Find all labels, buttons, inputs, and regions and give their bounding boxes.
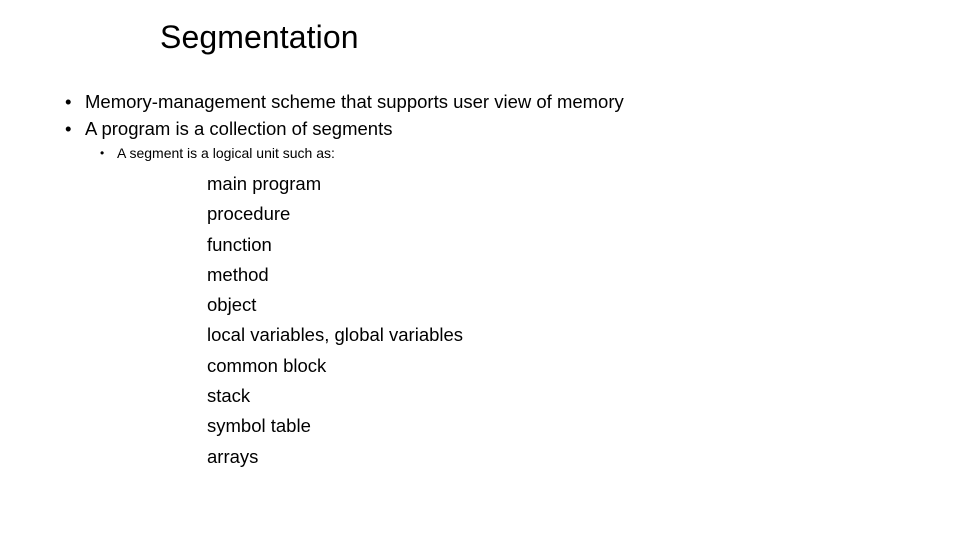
list-item: function [207,233,272,255]
list-item: method [207,263,269,285]
list-item: arrays [207,445,259,467]
bullet-level2-label: A segment is a logical unit such as: [117,145,335,161]
bullet-dot-icon: • [65,91,72,112]
segment-types-list: main program procedure function method o… [0,165,960,472]
bullet-level1-item: • Memory-management scheme that supports… [0,88,960,115]
bullet-dot-icon: • [65,118,72,139]
list-item: main program [207,173,322,194]
bullet-dot-icon: • [100,146,105,160]
slide-body: • Memory-management scheme that supports… [0,88,960,472]
bullet-level2-item: • A segment is a logical unit such as: [0,142,960,165]
page-title: Segmentation [160,19,359,55]
bullet-level1-label: Memory-management scheme that supports u… [85,91,624,112]
list-item: symbol table [207,415,311,437]
list-item: stack [207,385,251,407]
list-item: local variables, global variables [207,324,464,346]
list-item: common block [207,354,327,376]
bullet-level1-label: A program is a collection of segments [85,118,393,139]
list-item: procedure [207,203,291,225]
list-item: object [207,294,257,316]
bullet-level1-item: • A program is a collection of segments [0,115,960,142]
